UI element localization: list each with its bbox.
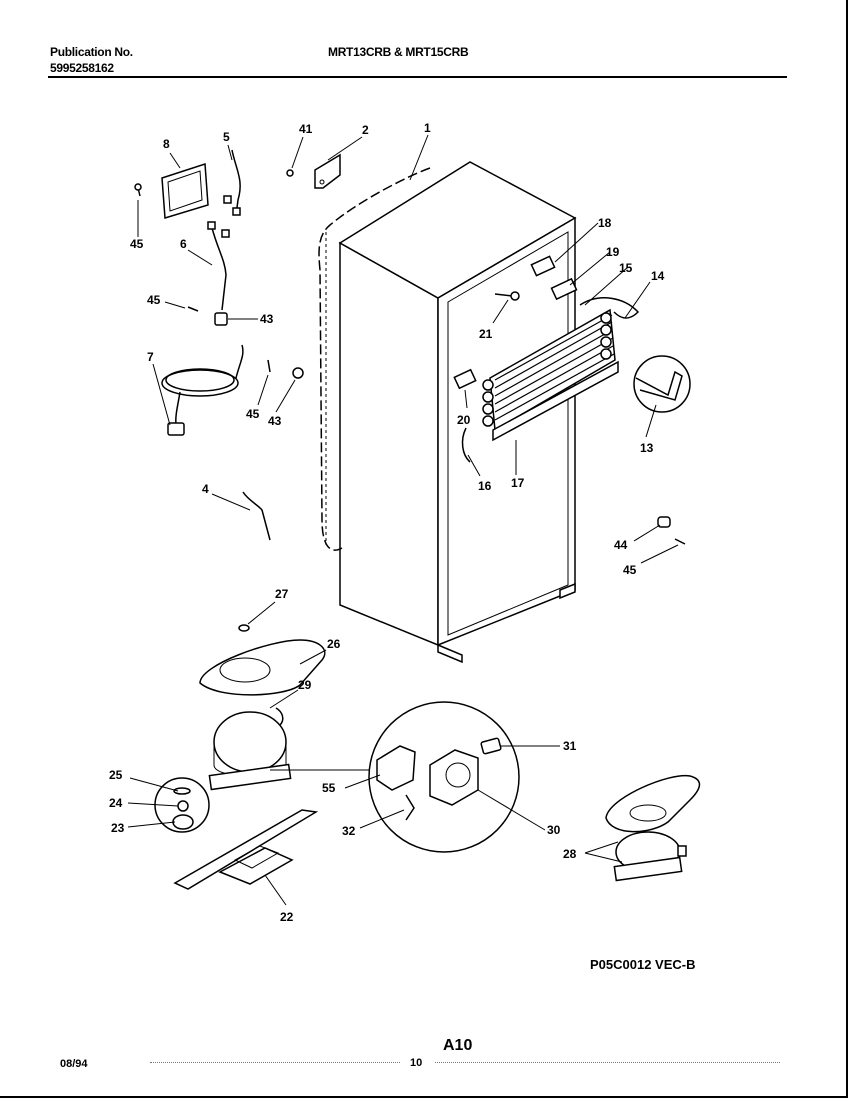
callout-29: 29 xyxy=(298,678,312,692)
callout-21: 21 xyxy=(479,327,493,341)
callout-labels: 1 2 41 8 5 6 45 45 43 7 45 43 4 18 19 15… xyxy=(109,121,665,924)
callout-4: 4 xyxy=(202,482,209,496)
callout-24: 24 xyxy=(109,796,123,810)
callout-6: 6 xyxy=(180,237,187,251)
page-code: A10 xyxy=(443,1037,473,1054)
heater-detail-circle xyxy=(633,355,691,413)
callout-30: 30 xyxy=(547,823,561,837)
callout-17: 17 xyxy=(511,476,525,490)
callout-2: 2 xyxy=(362,123,369,137)
callout-43-cord: 43 xyxy=(268,414,282,428)
evaporator-coil xyxy=(482,297,640,442)
callout-32: 32 xyxy=(342,824,356,838)
compressor-assembly xyxy=(154,624,380,890)
callout-44: 44 xyxy=(614,538,628,552)
callout-23: 23 xyxy=(111,821,125,835)
upper-left-parts xyxy=(134,149,341,541)
callout-20: 20 xyxy=(457,413,471,427)
callout-31: 31 xyxy=(563,739,577,753)
callout-43-top: 43 xyxy=(260,312,274,326)
callout-15: 15 xyxy=(619,261,633,275)
callout-13: 13 xyxy=(640,441,654,455)
callout-45-top: 45 xyxy=(130,237,144,251)
relay-detail-circle xyxy=(368,701,520,853)
callout-41: 41 xyxy=(299,122,313,136)
publication-label: Publication No. xyxy=(50,45,133,59)
callout-19: 19 xyxy=(606,245,620,259)
callout-45-mid: 45 xyxy=(147,293,161,307)
callout-8: 8 xyxy=(163,137,170,151)
footer-date: 08/94 xyxy=(60,1058,88,1070)
callout-7: 7 xyxy=(147,350,154,364)
callout-45-cord: 45 xyxy=(246,407,260,421)
callout-1: 1 xyxy=(424,121,431,135)
model-numbers: MRT13CRB & MRT15CRB xyxy=(328,45,469,59)
publication-number: 5995258162 xyxy=(50,61,114,75)
callout-55: 55 xyxy=(322,781,336,795)
diagram-code: P05C0012 VEC-B xyxy=(590,957,696,972)
callout-27: 27 xyxy=(275,587,289,601)
callout-45-right: 45 xyxy=(623,563,637,577)
footer-rule-right xyxy=(435,1062,780,1063)
compressor-detail xyxy=(605,774,701,882)
callout-28: 28 xyxy=(563,847,577,861)
callout-26: 26 xyxy=(327,637,341,651)
footer-rule-left xyxy=(150,1062,400,1063)
header-rule xyxy=(48,76,787,78)
callout-18: 18 xyxy=(598,216,612,230)
leader-lines xyxy=(127,134,679,906)
callout-16: 16 xyxy=(478,479,492,493)
cabinet-small-parts xyxy=(453,255,686,545)
callout-25: 25 xyxy=(109,768,123,782)
callout-22: 22 xyxy=(280,910,294,924)
page-number: 10 xyxy=(410,1057,423,1069)
callout-14: 14 xyxy=(651,269,665,283)
callout-5: 5 xyxy=(223,130,230,144)
